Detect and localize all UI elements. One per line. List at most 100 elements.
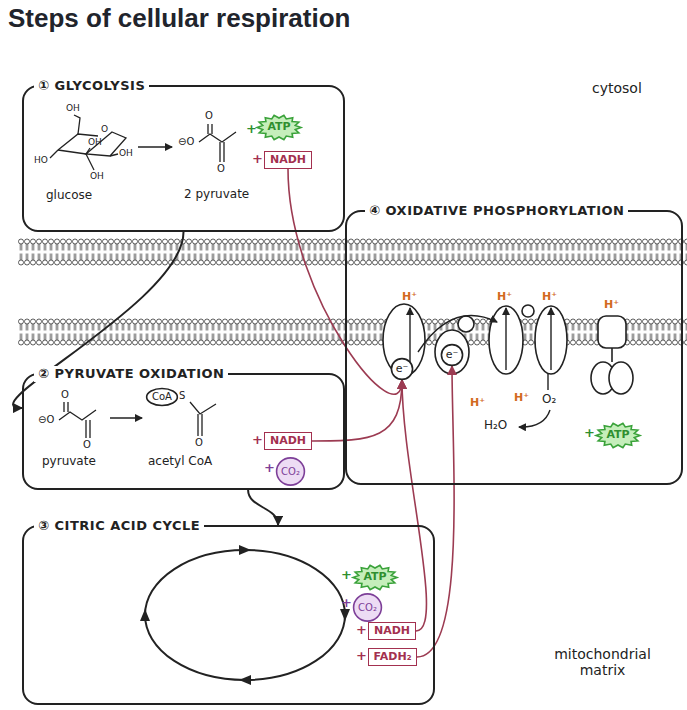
text-label: H⁺ [402, 291, 417, 304]
text-label: mitochondrial matrix [540, 646, 665, 678]
glucose-bond [86, 148, 90, 154]
glucose-ring [58, 132, 126, 156]
atp-burst: ATP [257, 115, 301, 140]
node-text: CO₂ [358, 602, 377, 614]
oval-outline [391, 359, 412, 380]
complex-III [489, 306, 523, 374]
starburst [596, 423, 640, 447]
text-label: H⁺ [497, 291, 512, 304]
cycle-ring [145, 550, 345, 680]
text-label: ⊖O [178, 136, 194, 148]
acetyl-structure [190, 402, 216, 436]
glucose-bond [50, 150, 58, 158]
node-text: NADH [270, 435, 306, 448]
carrier-box: NADH [264, 432, 312, 450]
cycle-arrowhead [239, 675, 251, 685]
text-label: H⁺ [514, 392, 529, 405]
diagram-title: Steps of cellular respiration [8, 4, 350, 34]
reaction-arrow [138, 146, 172, 148]
text-label: acetyl CoA [148, 455, 212, 469]
node-text: ATP [363, 571, 386, 584]
text-label: OH [66, 103, 80, 113]
circle-outline [277, 458, 305, 485]
plus-sign: + [356, 649, 367, 664]
text-label: S [179, 390, 185, 402]
double-bond [64, 402, 68, 412]
atp-burst: ATP [596, 423, 640, 448]
circle-outline [354, 594, 382, 621]
atp-synthase-f1 [609, 362, 633, 394]
text-label: O [217, 163, 225, 175]
plus-sign: + [252, 152, 263, 167]
stage-heading: ① GLYCOLYSIS [34, 78, 149, 94]
outer-membrane [18, 238, 687, 266]
electron-carrier-arrow [417, 366, 454, 657]
stage-heading: ④ OXIDATIVE PHOSPHORYLATION [365, 203, 628, 219]
starburst [257, 115, 301, 139]
acetyl-chain [190, 402, 216, 414]
text-label: H⁺ [470, 397, 485, 410]
pyruvate-structure [199, 124, 236, 162]
text-label: ⊖O [38, 414, 54, 426]
node-text: e⁻ [446, 349, 459, 362]
complex-IV [535, 306, 567, 374]
inner-membrane [18, 318, 687, 346]
oxygen-line [547, 374, 548, 390]
pyruvate-chain [199, 132, 236, 142]
co2-circle: CO₂ [276, 457, 305, 486]
citric-cycle [140, 545, 350, 685]
stage-heading: ② PYRUVATE OXIDATION [34, 366, 228, 382]
text-label: O [205, 110, 213, 122]
text-label: glucose [46, 189, 92, 203]
outer-membrane [18, 238, 687, 266]
text-label: 2 pyruvate [184, 188, 249, 202]
cycle-arrowhead [239, 545, 251, 555]
double-bond [86, 420, 90, 438]
carrier-box: NADH [264, 151, 312, 169]
reaction-arrow [110, 417, 142, 419]
starburst [353, 565, 397, 589]
glucose-bond [74, 115, 80, 134]
plus-sign: + [584, 426, 595, 441]
carrier-box: FADH₂ [368, 648, 417, 666]
complex-I [383, 304, 425, 376]
node-text: CO₂ [281, 466, 300, 478]
node-text: e⁻ [396, 363, 409, 376]
co2-circle: CO₂ [353, 593, 382, 622]
electron-circle: e⁻ [441, 344, 463, 366]
text-label: O [83, 439, 91, 451]
cycle-arrowhead [340, 609, 350, 621]
text-label: O₂ [542, 393, 556, 407]
glucose-bond [58, 150, 86, 154]
text-label: cytosol [592, 80, 642, 96]
atp-synthase-f0 [598, 316, 626, 348]
text-label: HO [34, 155, 48, 165]
double-bond [198, 414, 202, 436]
proton-pumping [410, 308, 551, 427]
electron-transport-chain [383, 304, 633, 394]
plus-sign: + [252, 433, 263, 448]
atp-burst: ATP [353, 565, 397, 590]
node-text: ATP [267, 121, 290, 134]
atp-synthase-stalk [611, 348, 613, 362]
text-label: OH [88, 137, 102, 147]
electron-circle: e⁻ [391, 358, 413, 380]
stage-box: ④ OXIDATIVE PHOSPHORYLATIONe⁻e⁻ATP [345, 210, 683, 485]
plus-sign: + [246, 122, 257, 137]
node-text: NADH [270, 154, 306, 167]
electron-carrier-arrow [402, 380, 426, 631]
node-text: NADH [374, 625, 410, 638]
plus-sign: + [264, 461, 275, 476]
text-label: H₂O [484, 419, 507, 433]
proton-arrow [505, 308, 506, 370]
cycle-arrowhead [140, 609, 150, 621]
double-bond [208, 124, 212, 134]
text-label: pyruvate [42, 455, 96, 469]
electron-carrier-arrow [312, 380, 402, 441]
glucose-bond [110, 154, 118, 156]
text-label: O [61, 389, 69, 401]
plus-sign: + [341, 596, 352, 611]
node-text: ATP [606, 429, 629, 442]
oval-outline [147, 389, 178, 406]
